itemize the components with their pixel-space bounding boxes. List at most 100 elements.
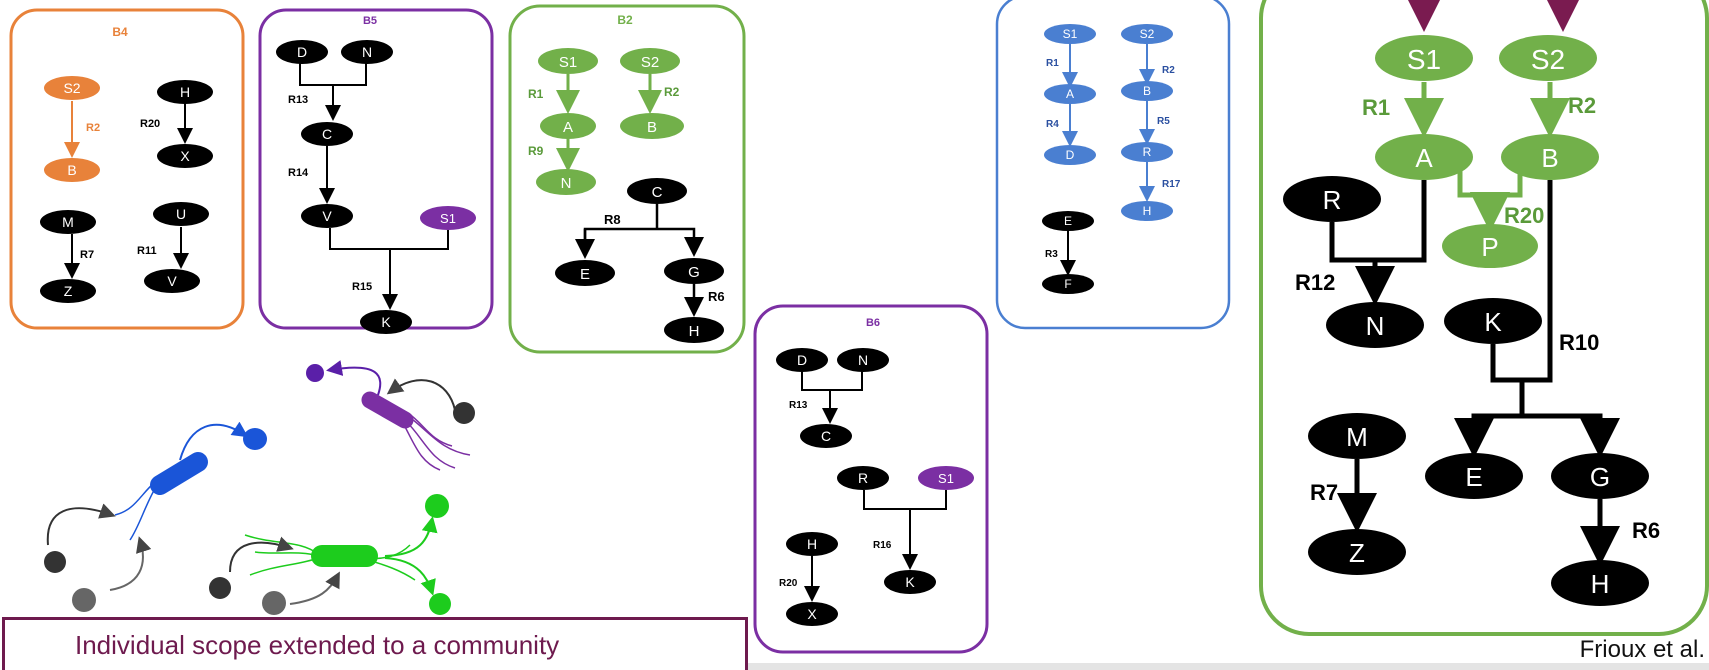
node-e (1425, 453, 1523, 499)
metabolite-dot (209, 577, 231, 599)
node-h (786, 532, 838, 556)
reaction-label: R20 (1504, 203, 1544, 228)
node-b (1501, 134, 1599, 180)
reaction-label: R13 (789, 400, 808, 411)
node-s1 (420, 206, 476, 230)
svg-text:N: N (561, 175, 572, 192)
svg-text:S2: S2 (641, 54, 659, 71)
node-s1 (538, 48, 598, 74)
node-s1 (1375, 35, 1473, 81)
reaction-label: R2 (664, 85, 680, 99)
node-b (1121, 81, 1173, 101)
node-k (884, 570, 936, 594)
svg-text:S2: S2 (63, 80, 80, 96)
node-r (1121, 142, 1173, 162)
svg-text:F: F (1064, 277, 1071, 291)
svg-text:G: G (1590, 462, 1610, 492)
node-c (627, 178, 687, 204)
node-r (1283, 176, 1381, 222)
reaction-label: R2 (1162, 65, 1175, 76)
node-d (776, 348, 828, 372)
blue-bacterium (44, 421, 267, 612)
svg-text:B: B (1541, 143, 1558, 173)
panel-b5: B5 D N R13 C R14 V S1 R15 K (258, 8, 494, 334)
metabolite-dot (262, 591, 286, 615)
node-a (540, 113, 596, 139)
panel-b4: B4 S2 B R2 H X R20 M Z R7 U V R11 (9, 8, 245, 330)
node-a (1044, 84, 1096, 104)
svg-text:D: D (297, 44, 307, 60)
purple-bacterium (306, 360, 475, 471)
node-k (1444, 298, 1542, 344)
svg-text:N: N (362, 44, 372, 60)
svg-text:C: C (821, 428, 831, 444)
node-p (1442, 224, 1538, 268)
panel-b6: B6 D N R13 C R S1 R16 K H R20 X (753, 304, 989, 654)
node-e (555, 260, 615, 286)
svg-text:V: V (167, 273, 177, 289)
reaction-label: R2 (86, 122, 100, 134)
svg-text:S1: S1 (440, 211, 456, 226)
svg-text:V: V (322, 208, 332, 224)
node-n (341, 40, 393, 64)
reaction-label: R10 (1559, 330, 1599, 355)
node-n (837, 348, 889, 372)
node-h (1551, 560, 1649, 606)
svg-text:E: E (1064, 214, 1072, 228)
svg-text:A: A (1066, 87, 1074, 101)
caption-text: Individual scope extended to a community (75, 630, 560, 660)
reaction-label: R7 (80, 249, 94, 261)
reaction-label: R13 (288, 94, 308, 106)
reaction-label: R17 (1162, 179, 1181, 190)
svg-text:S2: S2 (1531, 44, 1565, 75)
svg-text:Z: Z (1349, 538, 1365, 568)
svg-text:K: K (381, 314, 391, 330)
reaction-label: R16 (873, 540, 892, 551)
metabolite-dot (453, 402, 475, 424)
node-n (536, 169, 596, 195)
svg-text:S2: S2 (1140, 27, 1155, 41)
panel-community: S1 S2 R1 R2 A B R20 P R R12 N K R10 E G … (1259, 0, 1709, 636)
svg-text:G: G (688, 264, 700, 281)
reaction-label: R4 (1046, 119, 1059, 130)
svg-text:B: B (1143, 84, 1151, 98)
reaction-label: R14 (288, 167, 309, 179)
node-s1 (918, 466, 974, 490)
svg-text:X: X (807, 606, 817, 622)
svg-text:X: X (180, 148, 190, 164)
reaction-label: R1 (528, 87, 544, 101)
svg-text:C: C (652, 184, 663, 201)
svg-text:E: E (580, 266, 590, 283)
svg-text:S1: S1 (1407, 44, 1441, 75)
node-s2 (1121, 24, 1173, 44)
panel-b2: B2 S1 S2 R1 R2 A B R9 N C R8 E G R6 H (508, 4, 746, 354)
reaction-label: R11 (137, 245, 157, 257)
svg-text:S1: S1 (559, 54, 577, 71)
node-v (144, 269, 200, 293)
node-s2 (1499, 35, 1597, 81)
svg-text:S1: S1 (1063, 27, 1078, 41)
node-b (620, 113, 684, 139)
reaction-label: R15 (352, 281, 372, 293)
caption-box: Individual scope extended to a community (2, 617, 748, 670)
bottom-bar (748, 663, 1709, 670)
node-d (1044, 145, 1096, 165)
node-h (664, 317, 724, 343)
node-v (301, 204, 353, 228)
panel-blue: S1 S2 R1 R2 A B R4 R5 D R R17 H E R3 F (995, 0, 1231, 330)
svg-text:D: D (1066, 148, 1075, 162)
node-x (157, 144, 213, 168)
svg-text:H: H (1591, 569, 1610, 599)
reaction-label: R2 (1568, 93, 1596, 118)
svg-text:R: R (1323, 185, 1342, 215)
node-x (786, 602, 838, 626)
reaction-label: R3 (1045, 249, 1058, 260)
node-c (301, 122, 353, 146)
node-z (40, 279, 96, 303)
svg-text:B: B (647, 119, 657, 136)
credit-text: Frioux et al. (1579, 636, 1705, 663)
green-bacterium (209, 494, 451, 615)
node-s2 (620, 48, 680, 74)
panel-title: B4 (112, 25, 128, 39)
node-s2 (44, 76, 100, 100)
